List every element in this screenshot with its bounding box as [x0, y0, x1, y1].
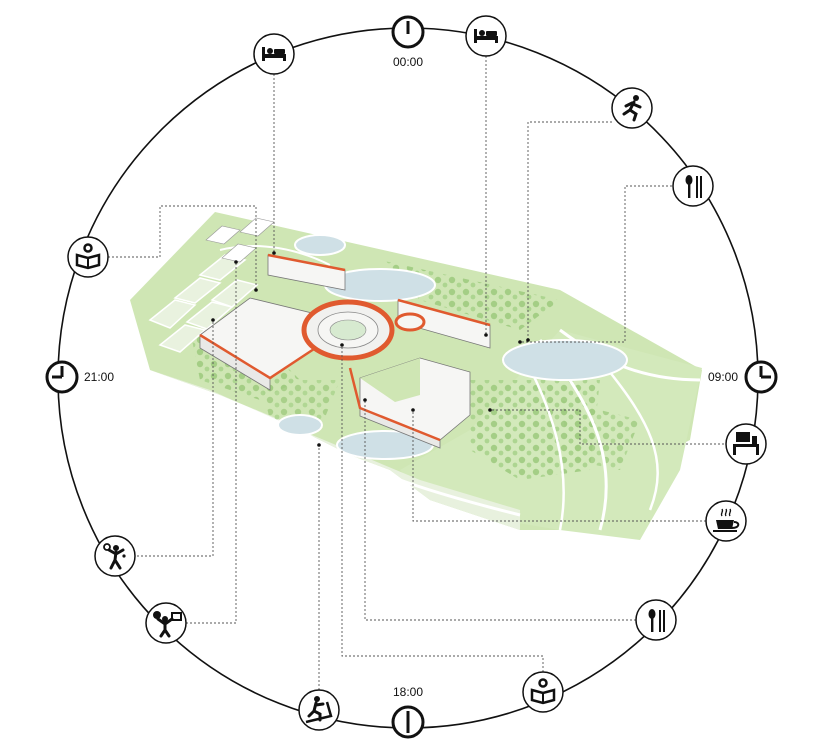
- cutlery-icon: [635, 599, 677, 641]
- reading-person-icon: [67, 236, 109, 278]
- leader-lines: [108, 56, 724, 690]
- desk-computer-icon: [725, 423, 767, 465]
- reading-person-icon: [522, 671, 564, 713]
- cutlery-icon: [672, 165, 714, 207]
- tree-canopy: [260, 380, 340, 430]
- pond: [294, 234, 346, 256]
- clock-evening-icon: [391, 705, 425, 739]
- sports-courts: [148, 254, 259, 353]
- coffee-cup-icon: [705, 500, 747, 542]
- time-label-evening: 18:00: [393, 685, 423, 699]
- bed-icon: [465, 15, 507, 57]
- time-label-midnight: 00:00: [393, 55, 423, 69]
- time-label-night: 21:00: [84, 370, 114, 384]
- bed-icon: [253, 33, 295, 75]
- campus-axonometric-plan: [130, 212, 702, 540]
- treadmill-icon: [298, 689, 340, 731]
- time-label-morning: 09:00: [708, 370, 738, 384]
- tree-canopy: [560, 400, 640, 470]
- clock-midnight-icon: [391, 15, 425, 49]
- clock-morning-icon: [744, 360, 778, 394]
- pond: [502, 339, 628, 381]
- buildings: [199, 253, 491, 449]
- clock-night-icon: [45, 360, 79, 394]
- running-person-icon: [611, 87, 653, 129]
- pond: [277, 414, 323, 436]
- volleyball-player-icon: [145, 602, 187, 644]
- tennis-player-icon: [94, 535, 136, 577]
